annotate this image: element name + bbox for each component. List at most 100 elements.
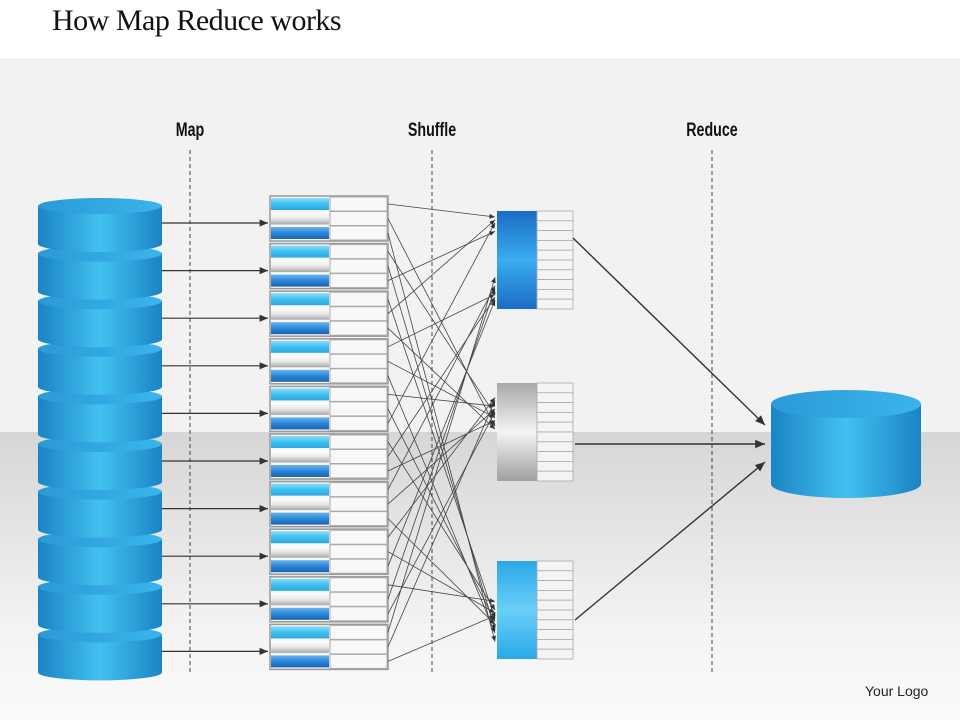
mapper-key-cell — [271, 307, 329, 320]
reducer-cell — [536, 279, 574, 290]
cylinder-body — [38, 348, 162, 395]
mapper-key-cell — [271, 560, 329, 573]
reducer-cell — [536, 570, 574, 581]
mapper-value-cell — [329, 511, 388, 527]
reducer-cell — [536, 239, 574, 251]
reducer-cell — [536, 609, 574, 621]
reducer-cell — [536, 639, 574, 650]
reducer-cell — [536, 210, 574, 222]
mapper-value-cell — [329, 591, 388, 607]
reducer-cell — [536, 392, 574, 403]
mapper-key-cell — [271, 655, 329, 668]
mapper-key-cell — [271, 531, 329, 544]
reducer-cell — [536, 402, 574, 413]
stage-label-map: Map — [175, 120, 205, 141]
mapper-value-cell — [329, 624, 388, 640]
shuffle-line — [387, 299, 496, 619]
mapper-value-cell — [329, 463, 388, 479]
mapper-key-cell — [271, 578, 329, 591]
reducer-cell — [536, 451, 574, 462]
mapper-key-cell — [271, 245, 329, 258]
input-database-cylinder — [38, 626, 162, 681]
mapper-value-cell — [329, 401, 388, 417]
mapper-block — [269, 480, 389, 528]
reducer-cell — [536, 431, 574, 443]
mapper-value-cell — [329, 496, 388, 512]
reducer-cell — [536, 441, 574, 452]
mapper-value-cell — [329, 653, 388, 669]
mapper-key-cell — [271, 607, 329, 620]
mapper-block — [269, 576, 389, 623]
mapper-key-cell — [271, 355, 329, 368]
mapper-key-cell — [271, 498, 329, 511]
shuffle-line — [387, 232, 496, 642]
reducer-cell — [536, 560, 574, 572]
shuffle-line — [387, 222, 496, 424]
mapper-key-cell — [271, 436, 329, 448]
mapper-key-cell — [271, 369, 329, 382]
input-database-cylinder — [38, 388, 162, 443]
mapper-value-cell — [329, 482, 388, 498]
shuffle-line — [387, 360, 496, 419]
mapper-key-cell — [271, 293, 329, 306]
output-database-cylinder — [771, 390, 921, 498]
mapper-value-cell — [329, 353, 388, 369]
cylinder-body — [38, 396, 162, 443]
shuffle-line — [387, 551, 496, 614]
input-database-cylinder — [38, 578, 162, 633]
mapper-key-cell — [271, 626, 329, 639]
mapper-value-cell — [329, 306, 388, 322]
shuffle-line — [387, 203, 496, 219]
shuffle-line — [387, 230, 496, 281]
mapper-block — [269, 242, 389, 290]
cylinder-body — [38, 539, 162, 586]
header-band — [0, 0, 960, 58]
shuffle-line — [387, 518, 496, 625]
mapper-value-cell — [329, 434, 388, 450]
shuffle-line — [387, 327, 496, 430]
reducer-2 — [497, 382, 574, 482]
shuffle-line — [387, 288, 496, 600]
mapper-value-cell — [329, 244, 388, 260]
mapper-block — [269, 338, 389, 385]
shuffle-line — [387, 285, 496, 490]
stage-label-reduce: Reduce — [686, 120, 738, 141]
mapper-block — [269, 290, 389, 337]
mapper-value-cell — [329, 415, 388, 431]
reducer-cell — [536, 580, 574, 591]
mapper-key-cell — [271, 340, 329, 353]
cylinder-body — [38, 301, 162, 348]
reducer-cell — [536, 590, 574, 601]
shuffle-line — [387, 420, 496, 472]
reducer-cell — [536, 619, 574, 630]
reducer-cell — [536, 629, 574, 640]
input-database-cylinder — [38, 293, 162, 348]
reducer-cell — [536, 220, 574, 232]
mapper-key-cell — [271, 212, 329, 225]
mapper-key-cell — [271, 402, 329, 415]
mapper-key-cell — [271, 640, 329, 653]
shuffle-line — [387, 375, 496, 634]
mapper-block — [269, 528, 389, 575]
mapper-block — [269, 623, 389, 671]
shuffle-line — [387, 584, 496, 603]
reducer-cell — [536, 298, 574, 310]
mapper-value-cell — [329, 639, 388, 655]
shuffle-line — [387, 400, 496, 648]
reducer-cell — [536, 230, 574, 241]
mapper-key-cell — [271, 483, 329, 496]
reducer-cell — [536, 460, 574, 472]
cylinder-body — [38, 491, 162, 538]
reducer-cell — [536, 259, 574, 271]
shuffle-line — [387, 408, 496, 622]
shuffle-line — [387, 299, 496, 567]
mapper-key-cell — [271, 465, 329, 477]
mapper-value-cell — [329, 258, 388, 274]
shuffle-line — [387, 219, 496, 315]
mapper-value-cell — [329, 339, 388, 355]
cylinder-body — [38, 253, 162, 300]
shuffle-line — [387, 411, 496, 614]
cylinder-body — [771, 404, 921, 498]
mapper-value-cell — [329, 544, 388, 560]
input-database-cylinder — [38, 340, 162, 395]
